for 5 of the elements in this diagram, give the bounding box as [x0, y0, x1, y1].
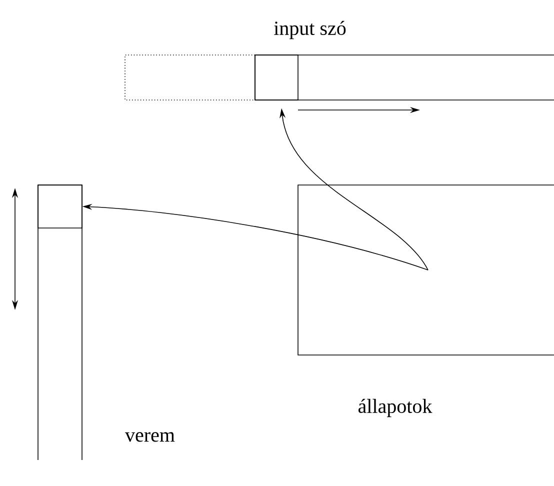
head-cell — [254, 54, 298, 100]
tape: input szó — [254, 20, 554, 100]
stack-top-cell — [38, 184, 82, 228]
control-box: állapotok — [298, 184, 554, 418]
stack: verem — [38, 184, 175, 460]
